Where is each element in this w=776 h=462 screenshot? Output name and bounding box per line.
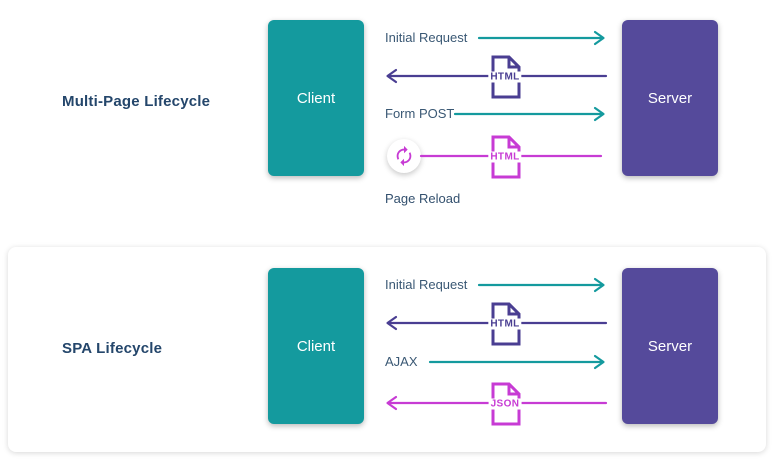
server-node: Server [622, 20, 718, 176]
html-file-icon: HTML [485, 134, 525, 180]
page-reload-caption: Page Reload [385, 191, 461, 206]
arrow-right-icon [477, 277, 605, 293]
flow-label: AJAX [385, 354, 418, 369]
file-type-label: JSON [488, 398, 522, 410]
json-file-icon: JSON [485, 381, 525, 427]
flow-label: Form POST [385, 106, 455, 121]
multi-page-section: Multi-Page Lifecycle Client Server Initi… [62, 20, 718, 206]
server-node-label: Server [647, 337, 693, 355]
reload-icon [396, 145, 412, 167]
client-node-label: Client [296, 89, 336, 107]
arrow-right-icon [453, 106, 605, 122]
client-node-label: Client [296, 337, 336, 355]
html-file-icon: HTML [485, 301, 525, 347]
flow-label: Initial Request [385, 277, 468, 292]
reload-badge [387, 139, 421, 173]
server-node-label: Server [647, 89, 693, 107]
file-type-label: HTML [488, 71, 522, 83]
file-type-label: HTML [488, 318, 522, 330]
server-node: Server [622, 268, 718, 424]
html-file-icon: HTML [485, 54, 525, 100]
client-node: Client [268, 20, 364, 176]
arrow-right-icon [477, 30, 605, 46]
client-node: Client [268, 268, 364, 424]
spa-section: SPA Lifecycle Client Server Initial Requ… [8, 247, 766, 452]
flow-label: Initial Request [385, 30, 468, 45]
section-title: Multi-Page Lifecycle [62, 93, 211, 110]
arrow-right-icon [428, 354, 605, 370]
file-type-label: HTML [488, 151, 522, 163]
section-title: SPA Lifecycle [62, 340, 163, 357]
